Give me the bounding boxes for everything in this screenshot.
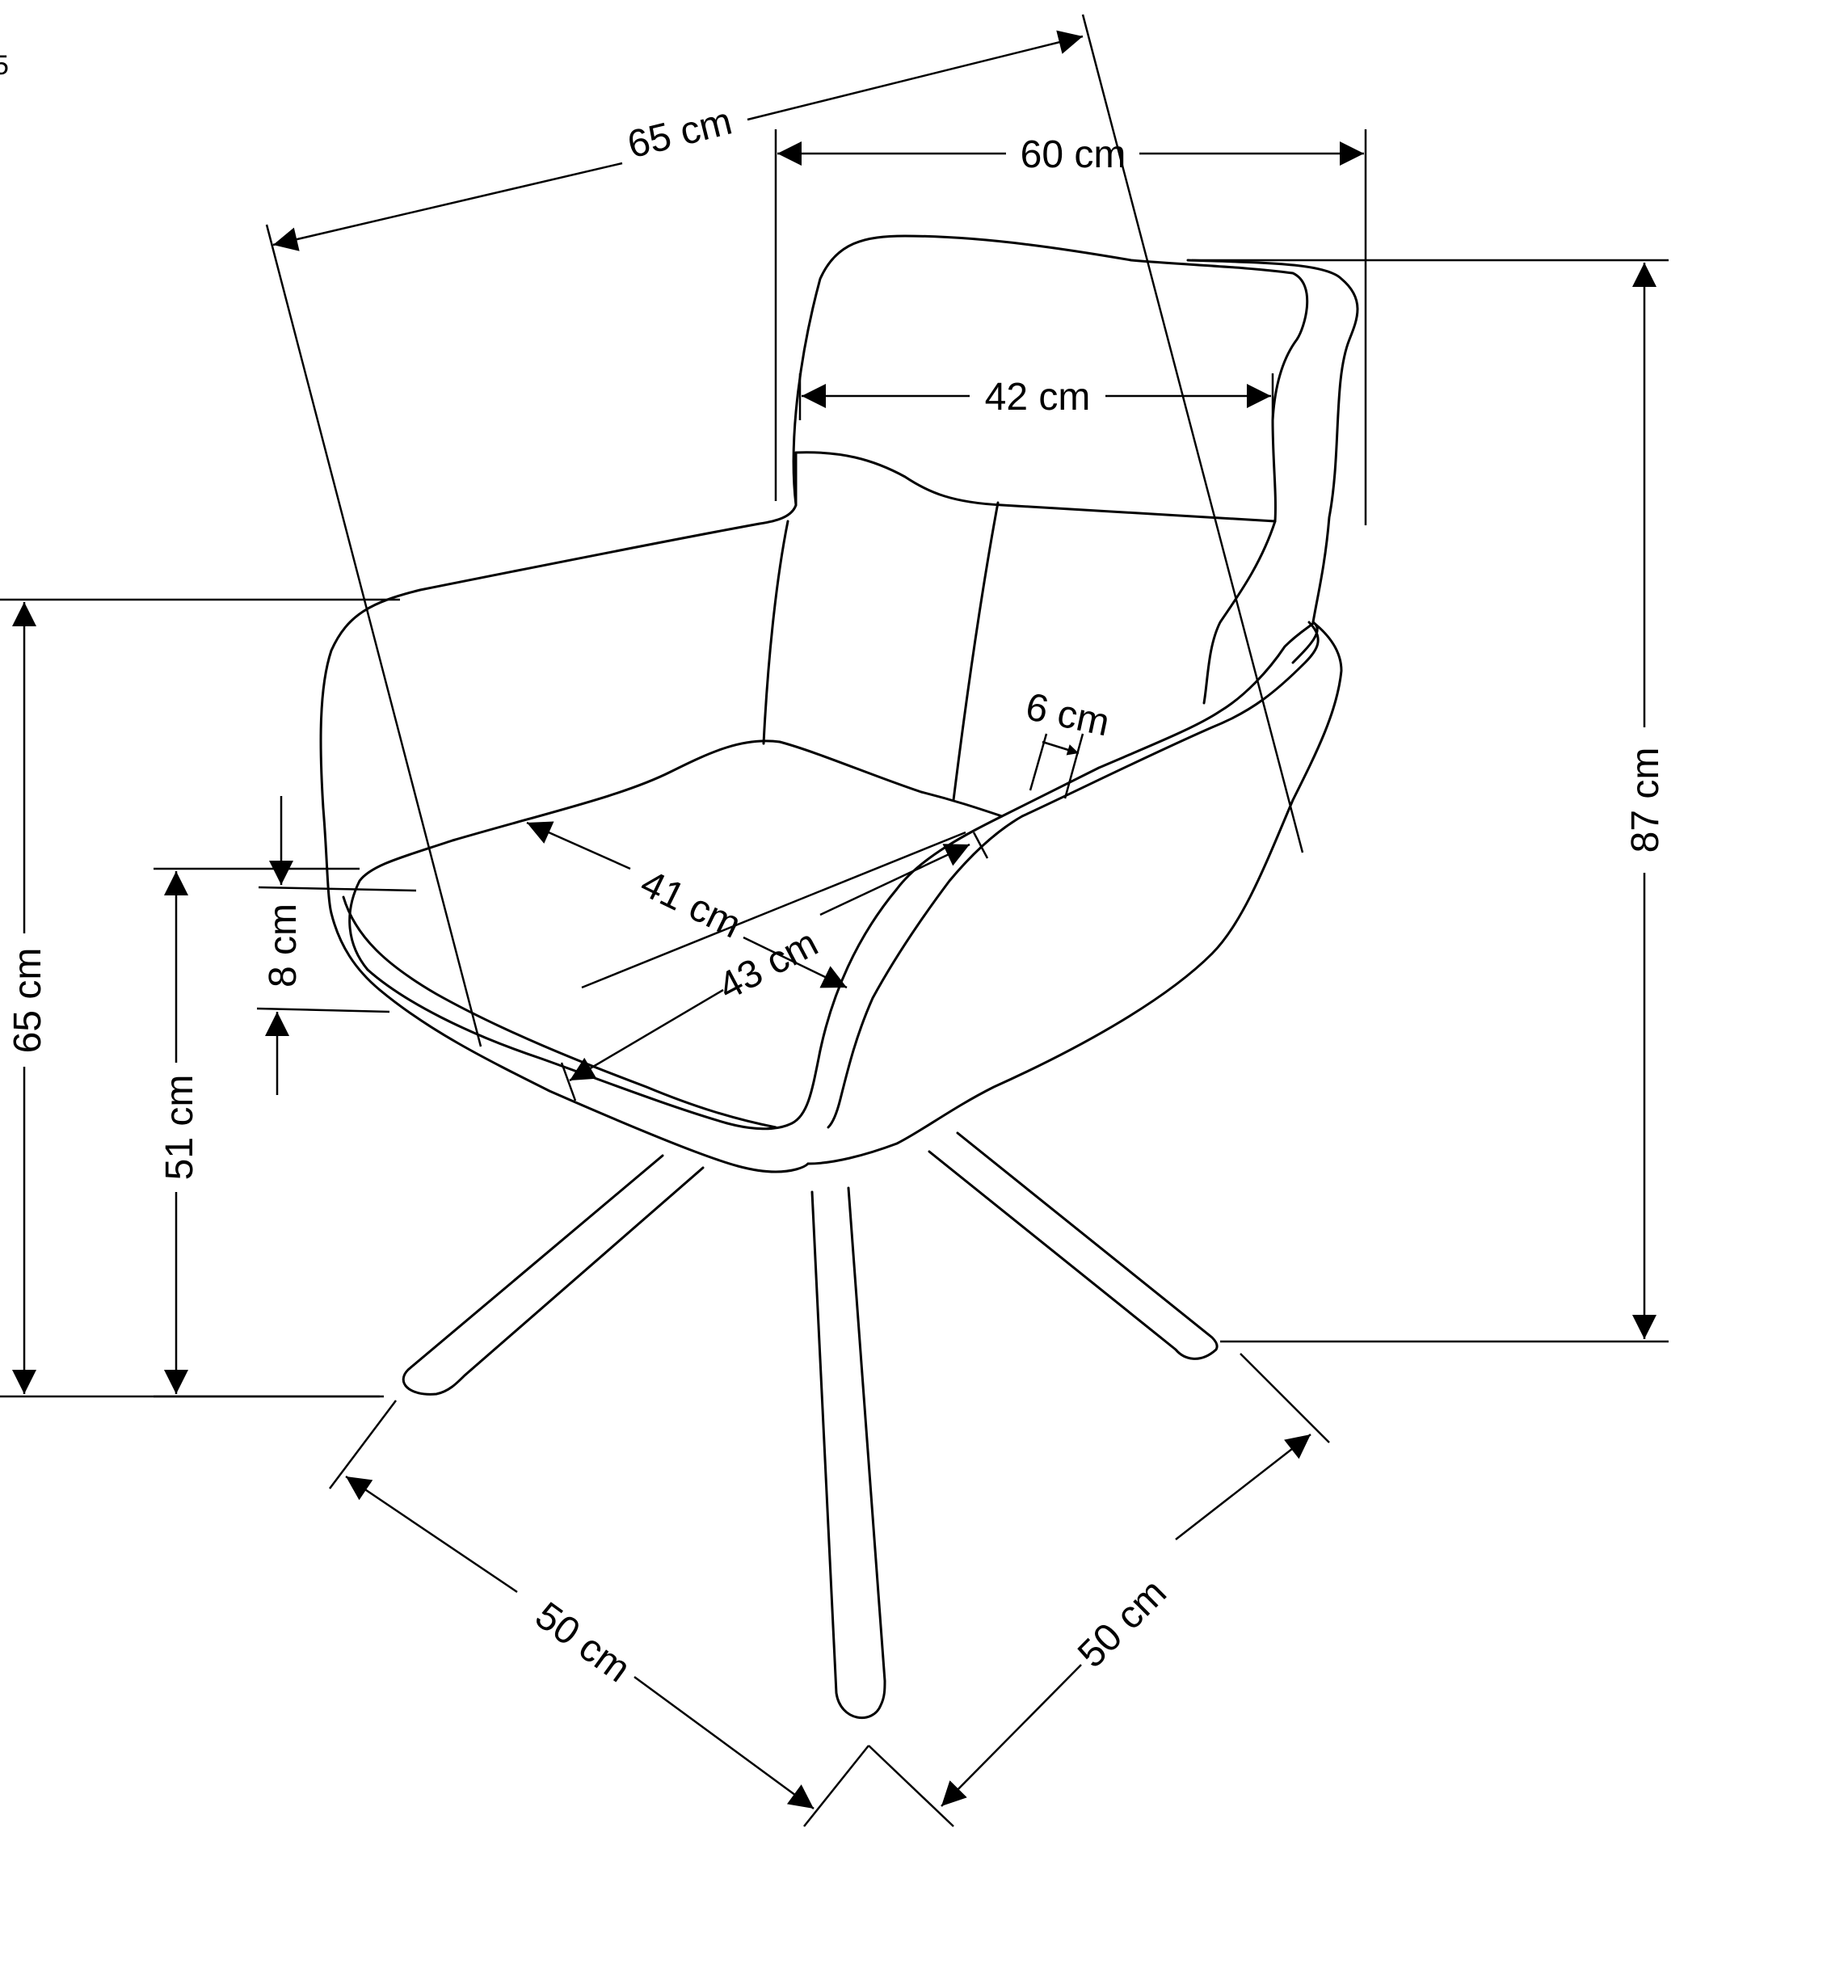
seat-cushion xyxy=(348,739,1004,1131)
label-overall-height: 87 cm xyxy=(1624,748,1667,853)
ext-swidth-left xyxy=(560,1062,577,1101)
dim-base-left-line-a xyxy=(345,1475,518,1594)
dim-depth-line-b xyxy=(747,30,1084,121)
dim-base-right-line-b xyxy=(941,1664,1082,1807)
armrest-left-outer xyxy=(330,912,810,1173)
dim-sdepth-line-a xyxy=(526,821,631,870)
armrest-right-outer xyxy=(806,621,1343,1165)
ext-base-right-a xyxy=(1240,1353,1330,1443)
ext-swidth-right xyxy=(972,832,989,859)
ext-depth-left xyxy=(265,224,482,1047)
label-seat-height: 51 cm xyxy=(158,1075,201,1181)
label-base-left: 50 cm xyxy=(528,1594,638,1691)
ext-base-left-a xyxy=(329,1400,397,1489)
backrest-seam-left xyxy=(762,520,789,745)
leg-left xyxy=(402,1154,705,1396)
dimension-lines: 65 cm 60 cm 42 cm 87 cm 65 cm 51 cm xyxy=(0,14,1669,1827)
ext-thick-top xyxy=(258,886,417,892)
dim-base-left-line-b xyxy=(634,1675,815,1810)
label-armrest-thickness: 6 cm xyxy=(1022,685,1113,744)
dim-depth-line-a xyxy=(272,162,623,251)
label-overall-width: 60 cm xyxy=(1021,133,1126,176)
backrest-right-curve xyxy=(1202,520,1277,705)
ext-depth-right xyxy=(1081,14,1304,853)
dim-swidth-line-a xyxy=(819,843,970,916)
backrest-side-panel xyxy=(1186,259,1359,624)
backrest-head-cushion xyxy=(792,234,1309,523)
corner-mark: 5 xyxy=(0,50,9,81)
ext-swidth-guide xyxy=(581,831,966,989)
ext-arm6-right xyxy=(1063,733,1084,799)
dim-sdepth-line-b xyxy=(743,936,848,989)
armrest-left-inner xyxy=(342,895,777,1129)
armrest-inner-edge xyxy=(827,621,1320,1129)
backrest-seam-right xyxy=(952,501,1000,802)
leg-front xyxy=(810,1186,886,1719)
label-base-right: 50 cm xyxy=(1070,1571,1175,1676)
label-seat-thickness: 8 cm xyxy=(262,903,305,988)
chair-outline xyxy=(319,234,1359,1719)
dim-base-right-line-a xyxy=(1175,1434,1311,1540)
label-backrest-depth: 65 cm xyxy=(623,99,736,166)
label-armrest-height: 65 cm xyxy=(6,948,49,1054)
dim-arm6-line xyxy=(1042,740,1080,756)
ext-base-right-b xyxy=(868,1745,954,1827)
label-seat-depth: 41 cm xyxy=(634,862,747,947)
dim-swidth-line-b xyxy=(569,988,724,1082)
ext-base-left-b xyxy=(803,1745,869,1827)
backrest-body xyxy=(319,503,798,915)
label-backrest-width: 42 cm xyxy=(985,376,1091,419)
leg-right xyxy=(928,1131,1219,1360)
ext-thick-bottom xyxy=(256,1007,390,1013)
